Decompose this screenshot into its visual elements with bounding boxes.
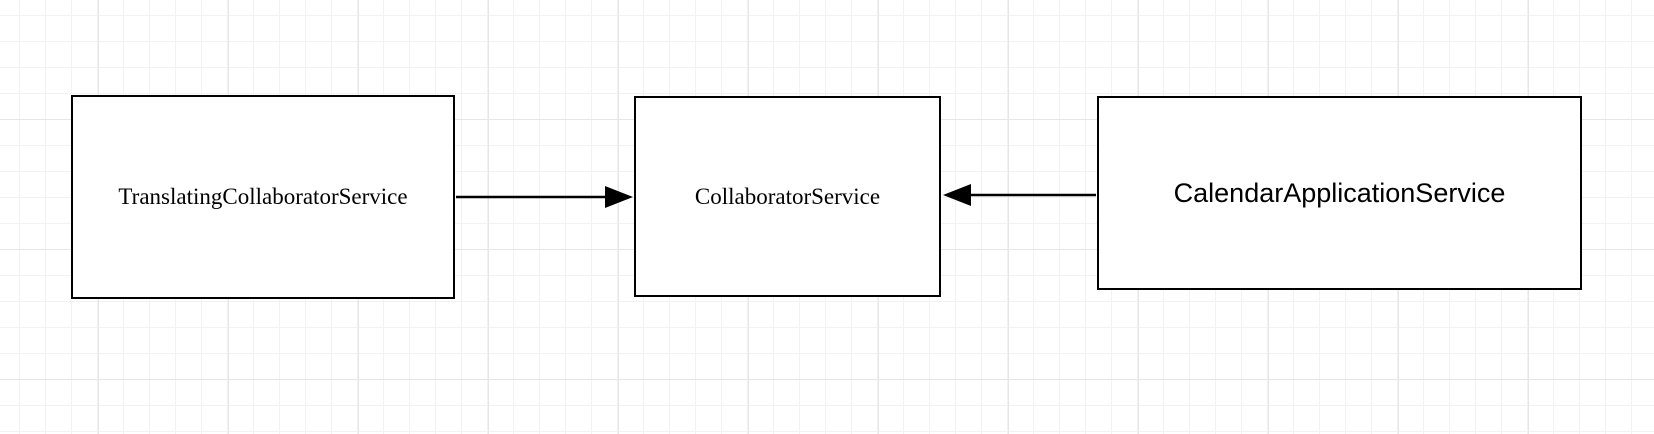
node-collaborator-service[interactable]: CollaboratorService xyxy=(634,96,941,297)
arrowhead-right-icon xyxy=(605,186,633,208)
arrowhead-left-icon xyxy=(943,184,971,206)
node-label: CollaboratorService xyxy=(694,183,881,209)
edge-calendar-to-collaborator[interactable] xyxy=(943,184,1096,206)
edge-translating-to-collaborator[interactable] xyxy=(456,186,633,208)
node-label: CalendarApplicationService xyxy=(1173,177,1506,208)
node-translating-collaborator-service[interactable]: TranslatingCollaboratorService xyxy=(71,95,455,299)
node-calendar-application-service[interactable]: CalendarApplicationService xyxy=(1097,96,1582,290)
node-label: TranslatingCollaboratorService xyxy=(118,184,408,209)
